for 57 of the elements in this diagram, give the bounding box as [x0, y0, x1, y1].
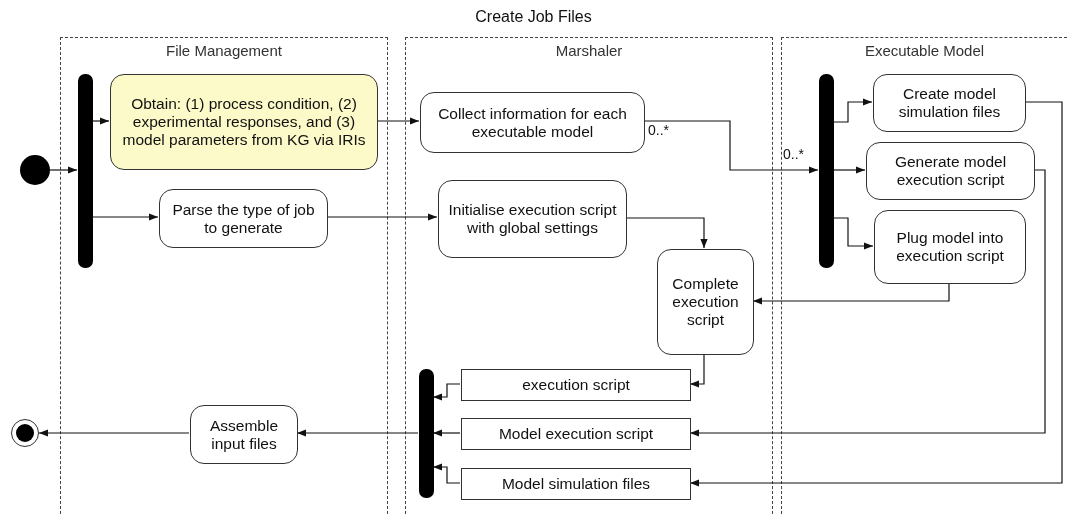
arrow [432, 383, 461, 401]
arrow [689, 101, 1063, 487]
arrow [832, 98, 873, 123]
object-box [461, 468, 691, 500]
action-box [874, 210, 1026, 284]
action-box [190, 405, 298, 464]
action-box [866, 142, 1035, 200]
action-label: Model execution script [498, 425, 654, 443]
action-box [420, 92, 645, 153]
arrow [752, 282, 950, 305]
action-box [159, 189, 328, 248]
arrow [625, 217, 708, 249]
action-box [438, 180, 627, 258]
arrow [689, 169, 1046, 437]
fork-bar [419, 369, 434, 498]
arrow [91, 213, 159, 221]
end-node [11, 419, 39, 447]
arrow [832, 217, 874, 250]
multiplicity-label: 0..* [648, 122, 669, 138]
action-box [110, 74, 378, 170]
action-label: Parse the type of job to generate [171, 200, 316, 237]
arrow [38, 429, 190, 437]
action-label: Complete execution script [671, 275, 740, 329]
action-label: Initialise execution script with global settings [447, 201, 618, 237]
arrow [643, 120, 819, 174]
object-box [461, 369, 691, 401]
arrow [296, 429, 419, 437]
lane-heading: Executable Model [864, 42, 985, 59]
arrow [689, 353, 705, 388]
arrow [832, 166, 866, 174]
start-node [20, 155, 50, 185]
fork-bar [78, 74, 93, 268]
lane-heading: Marshaler [555, 42, 623, 59]
action-label: Generate model execution script [893, 153, 1008, 189]
lane-heading: File Management [166, 42, 282, 59]
fork-bar [819, 74, 834, 268]
action-label: Collect information for each executable model [437, 104, 628, 141]
action-box [657, 249, 754, 355]
swimlane [405, 37, 773, 514]
swimlane [781, 37, 1067, 514]
action-label: Obtain: (1) process condition, (2) experimental responses, and (3) model parameters from KG via IRIs [121, 95, 367, 149]
swimlane [60, 37, 388, 514]
arrow [49, 166, 78, 174]
arrow [376, 117, 420, 125]
arrow [432, 429, 461, 437]
action-label: Model simulation files [501, 475, 651, 493]
action-label: execution script [522, 376, 630, 394]
arrow [432, 463, 461, 484]
multiplicity-label: 0..* [783, 146, 804, 162]
diagram-title: Create Job Files [474, 8, 593, 26]
action-label: Create model simulation files [897, 85, 1002, 121]
object-box [461, 418, 691, 450]
action-box [873, 74, 1026, 132]
arrow [91, 117, 110, 125]
arrow [326, 213, 438, 221]
action-label: Assemble input files [208, 416, 280, 453]
action-label: Plug model into execution script [895, 229, 1005, 265]
